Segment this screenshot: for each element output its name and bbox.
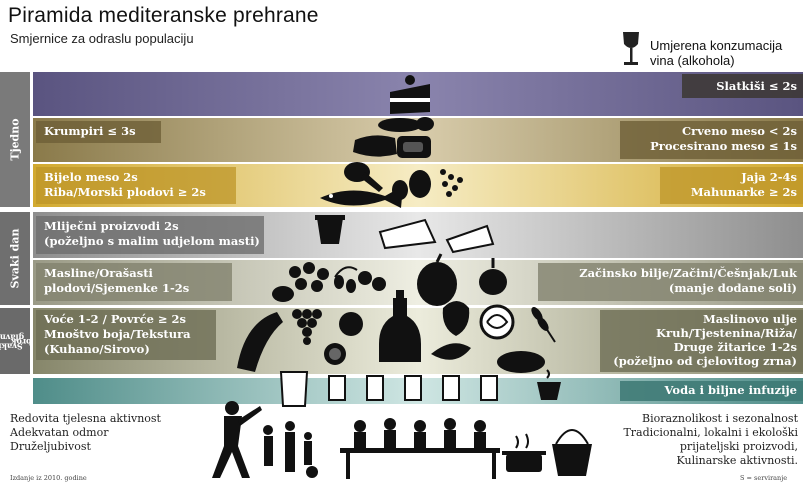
- water-glasses-icon: [328, 375, 498, 401]
- olive-branch-icon: [334, 266, 358, 293]
- watermelon-icon: [237, 312, 283, 372]
- label-olives-1: Masline/Orašasti: [44, 266, 153, 280]
- footnote-edition: Izdanje iz 2010. godine: [10, 474, 87, 482]
- dinner-table-icon: [340, 418, 500, 479]
- side-label-daily: Svaki dan: [0, 212, 30, 305]
- label-olives-2: plodovi/Sjemenke 1-2s: [44, 281, 190, 295]
- label-eggs: Jaja 2-4s: [741, 170, 797, 184]
- label-sweets: Slatkiši ≤ 2s: [716, 79, 797, 93]
- label-dairy-2: (poželjno s malim udjelom masti): [44, 234, 260, 248]
- label-fruit-3: (Kuhano/Sirovo): [44, 342, 150, 356]
- family-activity-icon: [212, 401, 318, 478]
- wine-glass-icon: [623, 32, 639, 65]
- basket-icon: [552, 429, 592, 476]
- cake-icon: [390, 75, 430, 114]
- label-herbs-2: (manje dodane soli): [668, 281, 797, 295]
- label-fruit-1: Voće 1-2 / Povrće ≥ 2s: [44, 312, 187, 326]
- food-pyramid-illustration: [237, 75, 561, 407]
- garlic-icon: [479, 258, 507, 295]
- page-title: Piramida mediteranske prehrane: [8, 4, 319, 27]
- bread-icon: [497, 351, 545, 373]
- yogurt-icon: [315, 215, 345, 244]
- water-jug-icon: [279, 371, 309, 407]
- footnote-serving: S = serviranje: [740, 474, 788, 482]
- grapes-icon: [292, 309, 322, 345]
- meat-icon: [353, 117, 434, 158]
- chicken-icon: [344, 162, 383, 192]
- orange-icon: [324, 343, 346, 365]
- lifestyle-right: Bioraznolikost i sezonalnost Tradicional…: [623, 412, 798, 467]
- side-label-main-meal: Svaki glavni obrok: [0, 308, 37, 374]
- label-processed-meat: Procesirano meso ≤ 1s: [650, 139, 797, 153]
- label-dairy-1: Mliječni proizvodi 2s: [44, 219, 179, 233]
- cooking-pot-icon: [502, 433, 546, 472]
- beans-icon: [440, 169, 463, 197]
- label-legumes: Mahunarke ≥ 2s: [690, 185, 797, 199]
- label-fish: Riba/Morski plodovi ≥ 2s: [44, 185, 206, 199]
- label-potatoes: Krumpiri ≤ 3s: [44, 124, 136, 138]
- wine-label: Umjerena konzumacija vina (alkohola): [650, 38, 783, 68]
- fish-icon: [320, 186, 403, 208]
- label-herbs-1: Začinsko bilje/Začini/Češnjak/Luk: [579, 266, 797, 280]
- nuts-icon: [272, 262, 386, 302]
- wheat-icon: [531, 307, 556, 343]
- lifestyle-left: Redovita tjelesna aktivnost Adekvatan od…: [10, 412, 161, 453]
- label-water: Voda i biljne infuzije: [664, 383, 797, 397]
- label-oil-2: Kruh/Tjestenina/Riža/: [656, 326, 797, 340]
- label-fruit-2: Mnoštvo boja/Tekstura: [44, 327, 191, 341]
- artichoke-icon: [442, 301, 470, 336]
- apple-icon: [339, 312, 363, 336]
- tea-cup-icon: [537, 369, 561, 400]
- label-red-meat: Crveno meso < 2s: [682, 124, 797, 138]
- page-subtitle: Smjernice za odraslu populaciju: [10, 31, 194, 46]
- people-activity-illustration: [212, 401, 592, 479]
- label-oil-3: Druge žitarice 1-2s: [673, 340, 797, 354]
- label-oil-1: Maslinovo ulje: [703, 312, 797, 326]
- olive-oil-bottle-icon: [379, 290, 421, 362]
- vegetables-icon: [431, 343, 471, 360]
- side-label-weekly: Tjedno: [0, 72, 30, 207]
- eggs-icon: [392, 170, 431, 200]
- label-white-meat: Bijelo meso 2s: [44, 170, 138, 184]
- label-oil-4: (poželjno od cjelovitog zrna): [613, 354, 797, 368]
- cheese-icon: [378, 218, 495, 254]
- cabbage-icon: [479, 304, 515, 340]
- onion-icon: [417, 253, 457, 306]
